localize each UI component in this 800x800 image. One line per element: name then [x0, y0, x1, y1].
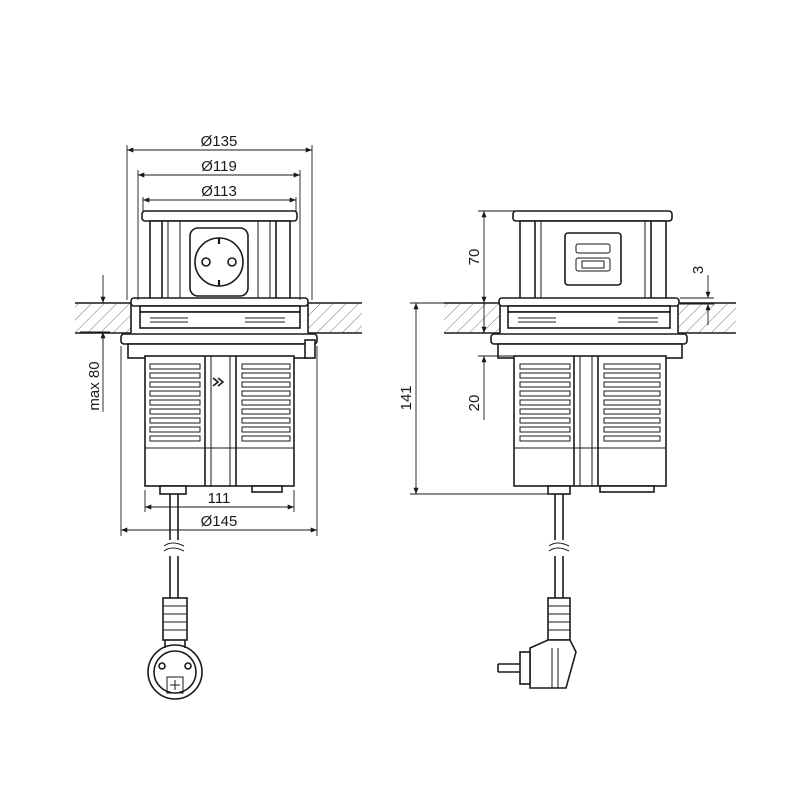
vent-rib [603, 426, 661, 433]
right-clamp-ring [490, 333, 688, 359]
vent-rib [241, 381, 291, 388]
vent-rib [519, 399, 571, 406]
vent-rib [149, 372, 201, 379]
vent-rib [603, 399, 661, 406]
left-countertop [75, 302, 362, 334]
vent-rib [603, 372, 661, 379]
vent-rib [149, 390, 201, 397]
left-view: Ø135 Ø119 Ø113 max 80 111 Ø145 [75, 133, 362, 700]
vent-rib [603, 390, 661, 397]
dim-d113-label: Ø113 [201, 183, 237, 200]
vent-rib [519, 408, 571, 415]
vent-rib [241, 426, 291, 433]
left-flange [130, 297, 309, 329]
vent-rib [241, 408, 291, 415]
right-cable [548, 494, 570, 598]
vent-rib [241, 399, 291, 406]
vent-rib [149, 381, 201, 388]
vent-rib [603, 381, 661, 388]
vent-ribs [519, 363, 661, 442]
dim-d119-label: Ø119 [201, 158, 237, 175]
right-dimensions [410, 210, 714, 495]
vent-rib [149, 435, 201, 442]
vent-rib [519, 435, 571, 442]
dim-d145-label: Ø145 [201, 513, 238, 530]
vent-rib [149, 399, 201, 406]
vent-rib [149, 426, 201, 433]
vent-rib [149, 363, 201, 370]
vent-rib [603, 435, 661, 442]
left-dimensions [80, 145, 318, 536]
vent-rib [519, 372, 571, 379]
vent-rib [603, 408, 661, 415]
vent-rib [519, 390, 571, 397]
dim-70-label: 70 [466, 249, 483, 266]
vent-rib [149, 408, 201, 415]
dim-max80-label: max 80 [86, 361, 103, 410]
left-cable [163, 494, 185, 598]
schuko-plug-side-icon [497, 597, 577, 689]
vent-rib [241, 417, 291, 424]
vent-rib [603, 417, 661, 424]
dim-d135-label: Ø135 [201, 133, 238, 150]
vent-rib [149, 417, 201, 424]
schuko-plug-icon [147, 597, 203, 700]
vent-ribs [149, 363, 291, 442]
right-countertop [444, 302, 736, 334]
vent-rib [241, 363, 291, 370]
dim-141-label: 141 [398, 385, 415, 410]
right-view: 70 3 141 20 [398, 210, 736, 689]
left-clamp-ring [120, 333, 318, 359]
schuko-socket-icon [189, 227, 249, 297]
vent-rib [241, 435, 291, 442]
dim-111-label: 111 [208, 490, 231, 507]
right-flange [498, 297, 680, 329]
usb-port-icon [564, 232, 622, 286]
chevron-right-icon [212, 377, 225, 387]
vent-rib [241, 372, 291, 379]
dim-20-label: 20 [466, 395, 483, 412]
vent-rib [519, 426, 571, 433]
vent-rib [241, 390, 291, 397]
dim-3-label: 3 [690, 266, 707, 274]
vent-rib [519, 363, 571, 370]
vent-rib [519, 417, 571, 424]
left-popup-head [141, 210, 298, 304]
vent-rib [603, 363, 661, 370]
vent-rib [519, 381, 571, 388]
